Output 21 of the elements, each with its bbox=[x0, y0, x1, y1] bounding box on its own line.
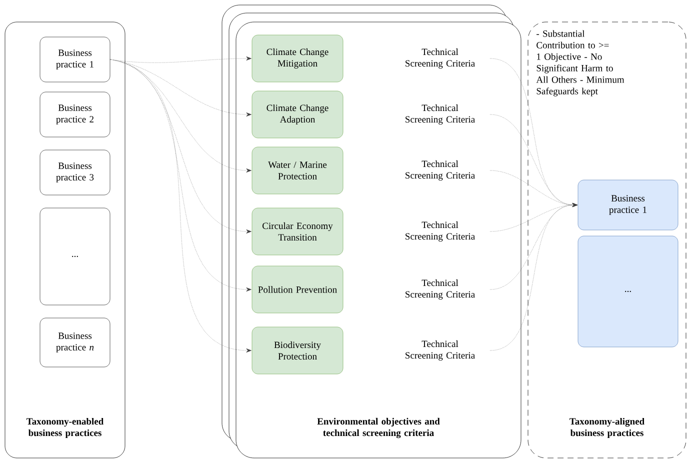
criteria-text: Technical Screening Criteria bbox=[406, 160, 475, 181]
objective-box: Biodiversity Protection bbox=[252, 326, 344, 374]
arrow bbox=[490, 203, 578, 351]
criteria-text: Technical Screening Criteria bbox=[406, 340, 475, 361]
practice-box: ... bbox=[578, 236, 678, 348]
practice-box: Business practice 1 bbox=[578, 180, 678, 230]
objective-box: Pollution Prevention bbox=[252, 266, 344, 314]
practice-box: ... bbox=[40, 208, 110, 306]
objective-box: Climate Change Mitigation bbox=[252, 34, 344, 82]
objective-box: Climate Change Adaption bbox=[252, 90, 344, 138]
criteria-text: Technical Screening Criteria bbox=[406, 104, 475, 125]
practice-box: Business practice 2 bbox=[40, 92, 110, 138]
criteria-text: Technical Screening Criteria bbox=[406, 279, 475, 300]
objective-box: Circular Economy Transition bbox=[252, 208, 344, 256]
criteria-text: Technical Screening Criteria bbox=[406, 221, 475, 242]
practice-box: Business practice n bbox=[40, 318, 110, 368]
arrow bbox=[110, 59, 252, 352]
objective-box: Water / Marine Protection bbox=[252, 146, 344, 194]
practice-box: Business practice 1 bbox=[40, 36, 110, 82]
practice-box: Business practice 3 bbox=[40, 150, 110, 196]
criteria-text: Technical Screening Criteria bbox=[406, 48, 475, 69]
